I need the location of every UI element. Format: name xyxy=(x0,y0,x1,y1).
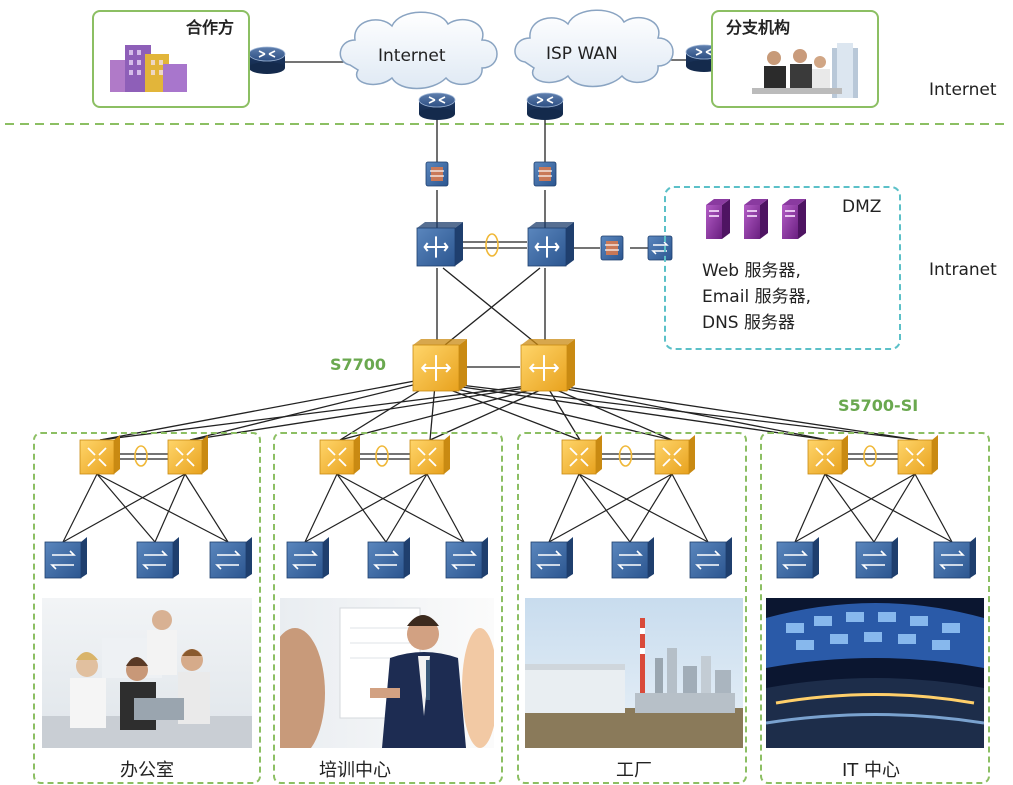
aggregation-switch xyxy=(654,435,695,475)
dmz-server xyxy=(744,199,768,239)
site-label-it: IT 中心 xyxy=(841,760,901,781)
access-switch xyxy=(286,537,329,579)
aggregation-switch xyxy=(79,435,120,475)
aggregation-switch xyxy=(167,435,208,475)
aggregation-switch xyxy=(807,435,848,475)
access-switch xyxy=(933,537,976,579)
access-links xyxy=(62,453,953,543)
S7700-left xyxy=(412,339,467,392)
dmz-line-web: Web 服务器, xyxy=(702,261,801,281)
isp-wan-cloud xyxy=(514,9,674,88)
access-switch xyxy=(611,537,654,579)
partner-label: 合作方 xyxy=(186,18,235,37)
site-label-office: 办公室 xyxy=(120,760,174,781)
training-photo xyxy=(280,598,494,748)
site-label-training: 培训中心 xyxy=(319,760,391,781)
dmz-box xyxy=(664,186,901,350)
partner-building-image xyxy=(110,45,187,92)
agg-switch-label: S5700-SI xyxy=(838,396,919,415)
dmz-title: DMZ xyxy=(842,197,882,217)
site-label-factory: 工厂 xyxy=(616,760,652,781)
links xyxy=(99,59,919,441)
stack-oval xyxy=(134,445,148,467)
office-photo xyxy=(42,598,252,748)
access-switch xyxy=(44,537,87,579)
access-switch xyxy=(689,537,732,579)
dmz-line-dns: DNS 服务器 xyxy=(702,313,796,333)
site-box-it xyxy=(760,432,990,784)
firewall-internet xyxy=(425,161,449,187)
aggregation-switch xyxy=(319,435,360,475)
access-switch xyxy=(367,537,410,579)
isp-wan-label: ISP WAN xyxy=(546,44,618,64)
firewall-dmz xyxy=(600,235,624,261)
stack-oval xyxy=(375,445,389,467)
site-box-office xyxy=(33,432,261,784)
site-box-factory xyxy=(517,432,747,784)
zone-intranet-label: Intranet xyxy=(929,260,997,280)
dmz-server xyxy=(706,199,730,239)
router-internet xyxy=(418,92,456,120)
stack-oval xyxy=(863,445,877,467)
internet-cloud xyxy=(339,11,498,90)
access-switch xyxy=(855,537,898,579)
core-switch-left xyxy=(416,222,463,267)
branch-people-image xyxy=(742,38,862,100)
router-isp xyxy=(526,92,564,120)
access-switch xyxy=(776,537,819,579)
access-switch xyxy=(530,537,573,579)
router-partner xyxy=(248,46,286,74)
core-switch-label: S7700 xyxy=(330,355,387,374)
internet-cloud-label: Internet xyxy=(378,46,446,66)
aggregation-switch xyxy=(409,435,450,475)
zone-internet-label: Internet xyxy=(929,80,997,100)
dmz-server xyxy=(782,199,806,239)
site-box-training xyxy=(273,432,503,784)
firewall-isp xyxy=(533,161,557,187)
branch-label: 分支机构 xyxy=(726,18,791,37)
stack-oval xyxy=(618,445,633,467)
factory-photo xyxy=(525,598,743,748)
stack-oval xyxy=(485,233,499,257)
core-switch-right xyxy=(527,222,574,267)
S7700-right xyxy=(520,339,575,392)
access-switch xyxy=(136,537,179,579)
access-switch xyxy=(445,537,488,579)
dmz-line-email: Email 服务器, xyxy=(702,287,811,307)
it-center-photo xyxy=(766,598,984,748)
access-switch xyxy=(209,537,252,579)
aggregation-switch xyxy=(561,435,602,475)
aggregation-switch xyxy=(897,435,938,475)
